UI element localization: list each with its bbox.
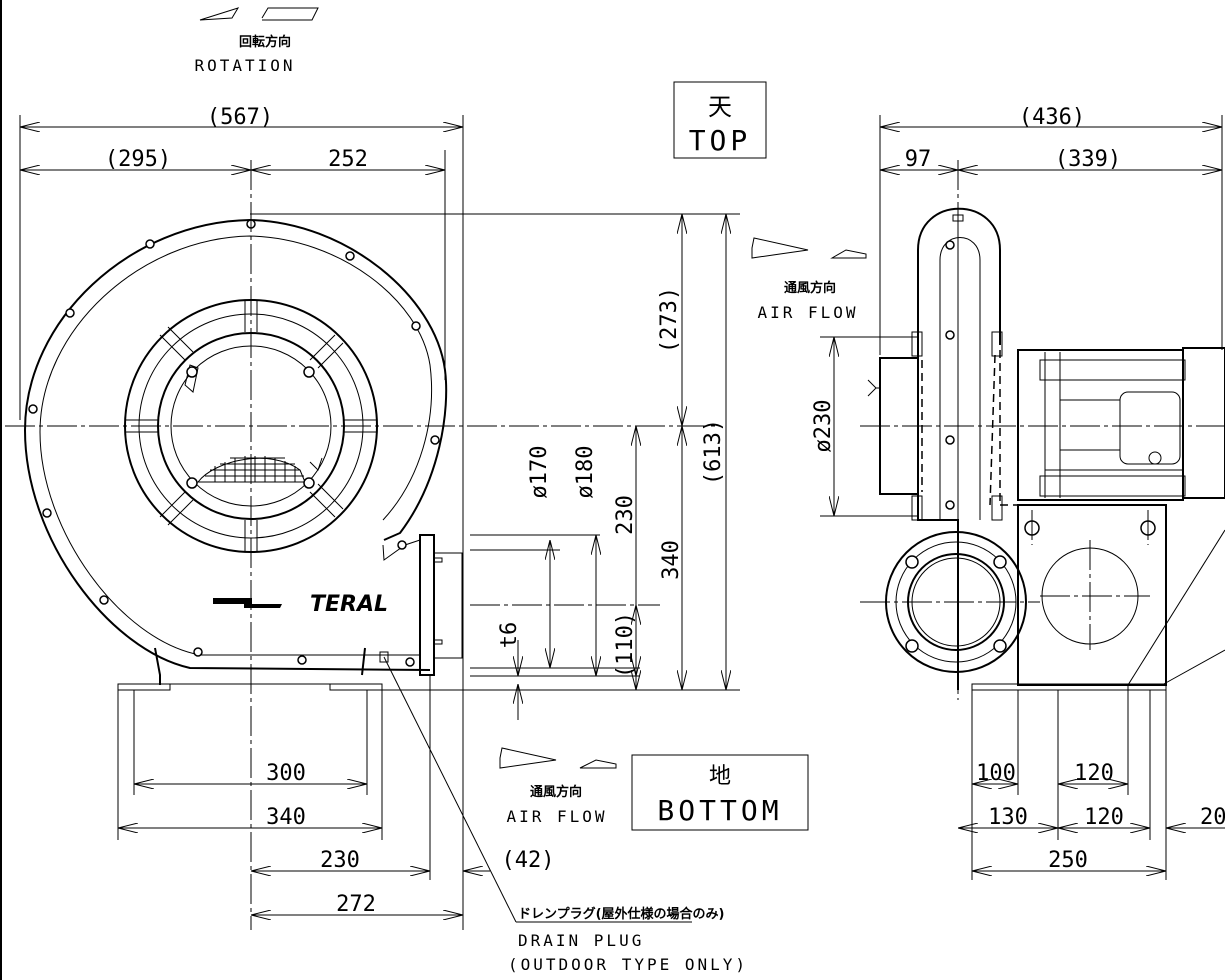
bottom-label-en: BOTTOM (657, 794, 782, 827)
dim-side-120b: 120 (1084, 805, 1124, 830)
dim-side-100: 100 (976, 761, 1016, 786)
dim-side-97: 97 (905, 147, 932, 172)
dim-thickness-t6: t6 (497, 622, 522, 649)
dim-center-to-right: 252 (328, 147, 368, 172)
dim-base-340: 340 (266, 805, 306, 830)
airflow-top-en: AIR FLOW (757, 303, 858, 322)
dim-height-230: 230 (613, 495, 638, 535)
dim-dia-180: ø180 (573, 446, 598, 499)
dim-flange-42: (42) (502, 848, 555, 873)
dim-side-120a: 120 (1074, 761, 1114, 786)
rotation-label-en: ROTATION (194, 56, 295, 75)
dim-side-250: 250 (1048, 848, 1088, 873)
airflow-bottom-jp: 通風方向 (530, 784, 582, 800)
airflow-bottom-en: AIR FLOW (506, 807, 607, 826)
motor-body (1017, 349, 1184, 501)
side-view (867, 207, 1225, 691)
top-label-box (673, 81, 767, 159)
airflow-top-jp: 通風方向 (784, 280, 836, 296)
airflow-arrow-icon-lower (499, 747, 617, 769)
drain-plug-label-en: DRAIN PLUG (518, 931, 644, 950)
dim-upper-height: (273) (657, 287, 682, 353)
drain-plug-label-jp: ドレンプラグ(屋外仕様の場合のみ) (518, 906, 725, 922)
airflow-arrow-icon (751, 237, 867, 259)
dim-base-230: 230 (320, 848, 360, 873)
inlet-mesh (196, 456, 306, 483)
dim-dia-230: ø230 (811, 400, 836, 453)
side-dimensions (820, 115, 1225, 880)
dim-side-20: 20 (1200, 805, 1225, 830)
drain-plug (379, 651, 389, 663)
rotation-arrow-icon (199, 7, 319, 21)
bottom-label-jp: 地 (709, 764, 731, 789)
drain-plug-note: (OUTDOOR TYPE ONLY) (508, 955, 748, 974)
brand-logo: TERAL (310, 592, 388, 617)
rotation-label-jp: 回転方向 (239, 34, 291, 50)
top-label-jp: 天 (708, 93, 732, 121)
dim-side-width: (436) (1019, 105, 1085, 130)
dim-total-height: (613) (701, 419, 726, 485)
dim-base-272: 272 (336, 892, 376, 917)
dim-height-340: 340 (659, 540, 684, 580)
dim-side-130: 130 (988, 805, 1028, 830)
dim-overall-width: (567) (207, 105, 273, 130)
front-dimensions (19, 115, 740, 930)
dim-side-339: (339) (1055, 147, 1121, 172)
front-view: TERAL (23, 218, 463, 691)
bottom-label-box (631, 754, 809, 831)
dim-left-to-center: (295) (105, 147, 171, 172)
outlet-flange (419, 534, 435, 676)
dim-height-110: (110) (613, 612, 638, 678)
dim-dia-170: ø170 (527, 446, 552, 499)
top-label-en: TOP (689, 124, 752, 157)
dim-base-300: 300 (266, 761, 306, 786)
